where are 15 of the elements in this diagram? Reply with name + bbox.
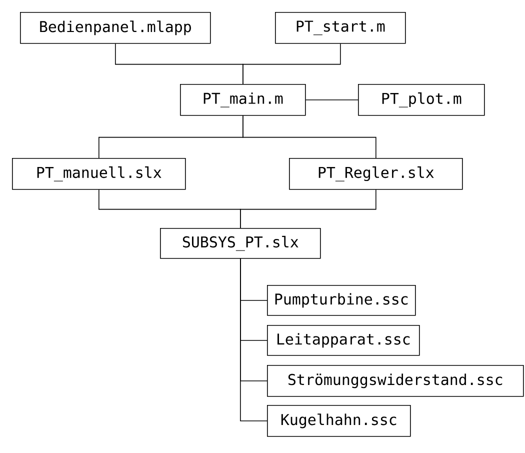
connector-line	[242, 115, 376, 158]
file-box: Pumpturbine.ssc	[267, 285, 416, 316]
file-box: PT_start.m	[275, 12, 406, 44]
file-box: SUBSYS_PT.slx	[160, 228, 321, 259]
file-box: Strömunggswiderstand.ssc	[267, 365, 524, 397]
connector-line	[240, 258, 268, 422]
file-box: Kugelhahn.ssc	[267, 405, 411, 437]
file-box: PT_manuell.slx	[12, 158, 186, 190]
connector-line	[242, 43, 341, 84]
file-box: PT_Regler.slx	[289, 158, 463, 190]
file-box: PT_main.m	[180, 84, 306, 116]
connector-line	[240, 189, 376, 228]
file-box: Leitapparat.ssc	[267, 325, 420, 356]
file-box: PT_plot.m	[358, 84, 485, 116]
file-box: Bedienpanel.mlapp	[20, 12, 211, 44]
